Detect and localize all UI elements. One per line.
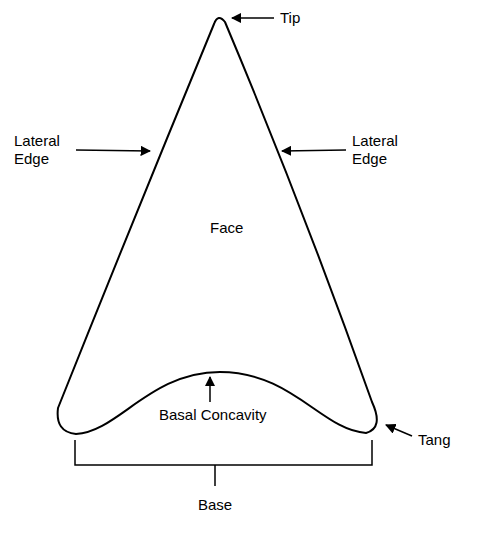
base-bracket [75,440,372,486]
part-name: Base [198,496,232,514]
part-name: Lateral Edge [14,132,72,168]
point-outline [58,18,377,434]
part-name: Tang [418,431,451,449]
tip-arrow [232,17,274,19]
part-name: Tip [280,9,300,27]
part-name: Lateral Edge [352,132,410,168]
lateral-edge-arrow [282,150,346,151]
tang-arrow [386,425,412,436]
part-name: Face [210,219,243,237]
basal-concavity-arrow [209,377,211,402]
lateral-edge-arrow [76,150,150,151]
part-name: Basal Concavity [159,406,267,424]
